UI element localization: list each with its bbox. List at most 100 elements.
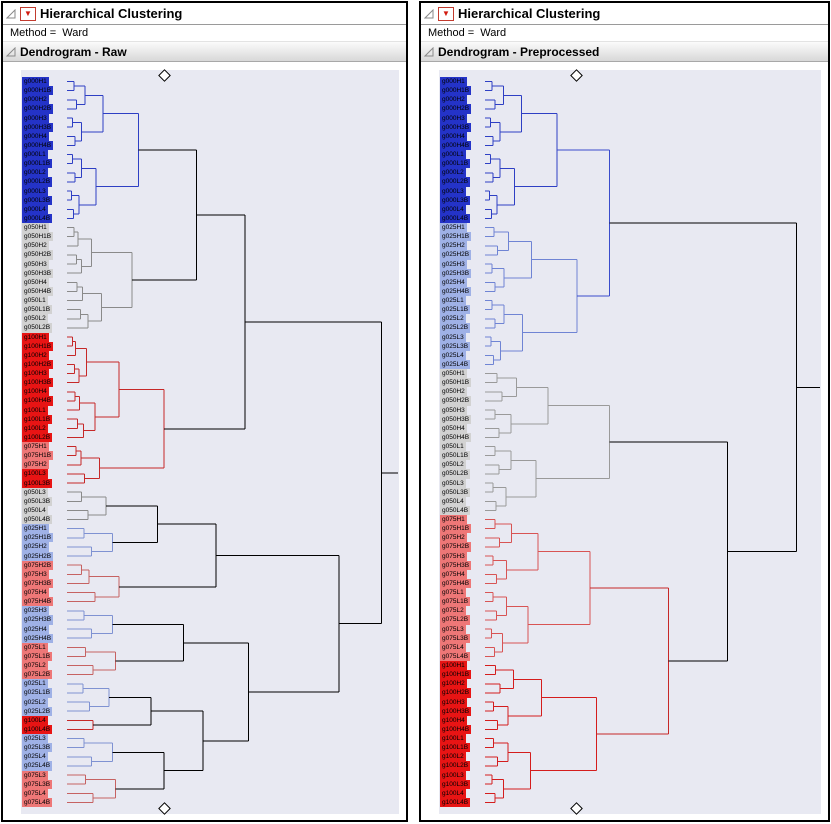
leaf-label: g100L1B <box>440 743 471 753</box>
leaf-label: g100H1B <box>440 670 472 680</box>
leaf-label: g075L1 <box>22 642 48 652</box>
leaf-label: g000L2B <box>440 177 471 187</box>
leaf-label: g025H2B <box>440 250 472 260</box>
leaf-label: g025H2 <box>22 542 49 552</box>
leaf-label: g075H3 <box>22 569 49 579</box>
leaf-label: g025L1 <box>440 296 466 306</box>
leaf-label: g000L4B <box>440 213 471 223</box>
leaf-label: g075H3 <box>440 551 467 561</box>
disclosure-triangle-icon[interactable] <box>6 46 16 57</box>
leaf-label: g050H3B <box>440 414 472 424</box>
leaf-label: g050H2 <box>22 241 49 251</box>
leaf-label: g075H1 <box>440 515 467 525</box>
leaf-label: g050H4B <box>22 286 54 296</box>
disclosure-triangle-icon[interactable] <box>424 46 434 57</box>
leaf-label: g100H2B <box>22 359 54 369</box>
leaf-label: g050L2B <box>440 469 471 479</box>
leaf-label: g025L3 <box>440 332 466 342</box>
leaf-label: g075L3B <box>22 779 53 789</box>
leaf-label: g000L2 <box>22 168 48 178</box>
panel-header: ▼ Hierarchical Clustering <box>421 3 828 25</box>
leaf-label: g025L4B <box>440 359 471 369</box>
leaf-label: g050L1B <box>440 451 471 461</box>
leaf-label: g100L4 <box>22 715 48 725</box>
leaf-label: g050L2 <box>22 314 48 324</box>
leaf-label: g025L1B <box>440 305 471 315</box>
leaf-label: g100L2B <box>440 761 471 771</box>
leaf-label: g025L2B <box>22 706 53 716</box>
leaf-label: g050L4 <box>440 496 466 506</box>
leaf-label: g000L1B <box>440 159 471 169</box>
hierarchical-clustering-panel-raw: ▼ Hierarchical Clustering Method = Ward … <box>1 1 408 822</box>
leaf-label: g000L1 <box>440 150 466 160</box>
leaf-label: g050H1 <box>440 369 467 379</box>
leaf-label: g025H1 <box>440 223 467 233</box>
leaf-label: g050H3 <box>440 405 467 415</box>
leaf-label: g000L2 <box>440 168 466 178</box>
leaf-label: g100H3B <box>440 706 472 716</box>
red-triangle-icon: ▼ <box>24 8 32 18</box>
leaf-label: g050H4 <box>440 423 467 433</box>
leaf-label: g075H2B <box>440 542 472 552</box>
leaf-label: g025H3B <box>440 268 472 278</box>
disclosure-triangle-icon[interactable] <box>6 8 16 19</box>
leaf-label: g100H4B <box>440 724 472 734</box>
leaf-label: g100L2 <box>22 423 48 433</box>
leaf-label: g075L3 <box>440 624 466 634</box>
leaf-label: g100H3B <box>22 378 54 388</box>
leaf-label: g075L2B <box>22 670 53 680</box>
dendrogram-tree <box>67 81 398 803</box>
red-triangle-menu-button[interactable]: ▼ <box>20 6 36 21</box>
leaf-label: g050L4B <box>440 505 471 515</box>
leaf-label: g075H4B <box>22 597 54 607</box>
leaf-label: g075L4B <box>22 797 53 807</box>
leaf-label: g000L3 <box>440 186 466 196</box>
leaf-label: g075H1B <box>22 451 54 461</box>
leaf-label: g100H4 <box>440 715 467 725</box>
leaf-label: g050L3 <box>440 478 466 488</box>
leaf-label: g000H4 <box>22 131 49 141</box>
leaf-label: g050L3B <box>440 487 471 497</box>
leaf-label: g075L1B <box>440 597 471 607</box>
leaf-label: g050L4 <box>22 505 48 515</box>
leaf-label: g100L3B <box>440 779 471 789</box>
leaf-label: g050H2 <box>440 387 467 397</box>
leaf-label: g025H4B <box>440 286 472 296</box>
leaf-label: g025L2B <box>440 323 471 333</box>
leaf-label: g050L3 <box>22 487 48 497</box>
leaf-label: g000H1B <box>22 86 54 96</box>
leaf-label: g100H1 <box>22 332 49 342</box>
leaf-label: g075L2B <box>440 615 471 625</box>
leaf-label: g050L1 <box>22 296 48 306</box>
leaf-label: g050H3 <box>22 259 49 269</box>
leaf-label: g075H2 <box>440 533 467 543</box>
leaf-label: g075H3B <box>440 560 472 570</box>
dendrogram-tree <box>485 81 820 803</box>
leaf-label: g050H4 <box>22 277 49 287</box>
leaf-label: g050L1 <box>440 442 466 452</box>
leaf-label: g025H4 <box>440 277 467 287</box>
leaf-label: g075L4 <box>440 642 466 652</box>
leaf-label: g050H2B <box>22 250 54 260</box>
panel-title: Hierarchical Clustering <box>458 6 601 21</box>
disclosure-triangle-icon[interactable] <box>424 8 434 19</box>
leaf-label: g100H1B <box>22 341 54 351</box>
section-title: Dendrogram - Preprocessed <box>438 44 600 59</box>
leaf-label: g050L3B <box>22 496 53 506</box>
leaf-label: g025L3B <box>440 341 471 351</box>
hierarchical-clustering-panel-preprocessed: ▼ Hierarchical Clustering Method = Ward … <box>419 1 830 822</box>
leaf-label: g100H3 <box>22 369 49 379</box>
leaf-label: g025L2 <box>440 314 466 324</box>
leaf-label: g000H2B <box>440 104 472 114</box>
section-header: Dendrogram - Raw <box>3 41 406 62</box>
leaf-label: g100L1B <box>22 414 53 424</box>
leaf-label: g100H2B <box>440 688 472 698</box>
red-triangle-menu-button[interactable]: ▼ <box>438 6 454 21</box>
leaf-label: g000L3B <box>22 195 53 205</box>
leaf-label: g100H3 <box>440 697 467 707</box>
leaf-label: g100L2B <box>22 432 53 442</box>
leaf-label: g000H1 <box>440 77 467 87</box>
leaf-label: g050H2B <box>440 396 472 406</box>
